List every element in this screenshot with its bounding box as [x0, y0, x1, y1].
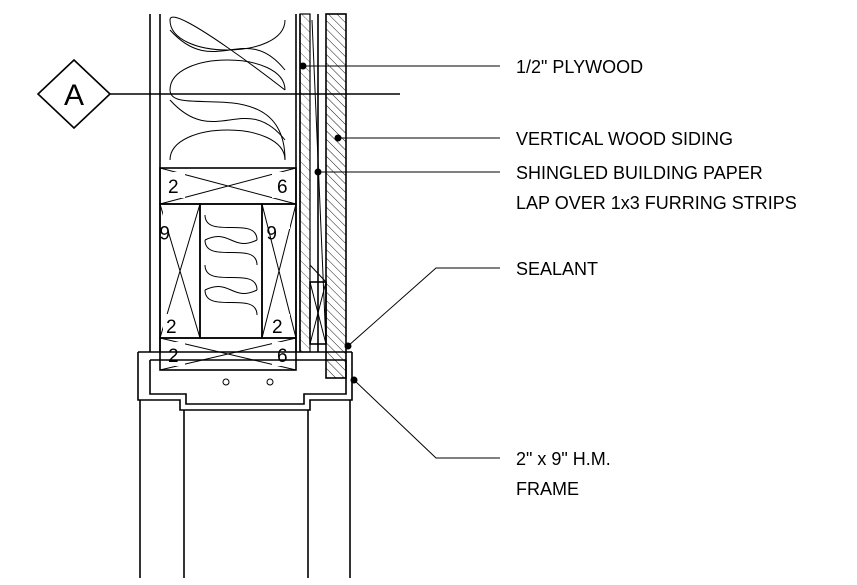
furring-strip [309, 264, 327, 345]
hollow-metal-frame [137, 351, 353, 578]
section-marker-letter: A [64, 79, 84, 112]
vertical-wood-siding [325, 13, 347, 379]
header-left-label: 2 [168, 346, 179, 367]
wall-structure [149, 13, 347, 379]
leaders [299, 62, 500, 459]
callout-labels: 1/2" PLYWOOD VERTICAL WOOD SIDING SHINGL… [516, 57, 797, 499]
batt-insulation-upper [169, 16, 286, 161]
plywood-label: 1/2" PLYWOOD [516, 57, 643, 77]
building-paper-label-1: SHINGLED BUILDING PAPER [516, 163, 763, 183]
frame-label-2: FRAME [516, 479, 579, 499]
header-2x6: 2 6 [159, 337, 297, 371]
stud-bottom-right-label: 2 [272, 317, 283, 338]
frame-label-1: 2" x 9" H.M. [516, 449, 611, 469]
sill-plate-2x6: 2 6 [159, 167, 297, 205]
batt-insulation-lower [199, 203, 263, 339]
header-right-label: 6 [277, 346, 288, 367]
siding-label: VERTICAL WOOD SIDING [516, 129, 733, 149]
sealant-label: SEALANT [516, 259, 598, 279]
sill-right-label: 6 [277, 177, 288, 198]
stud-top-right-label: 6 [266, 221, 277, 242]
section-marker: A [36, 58, 400, 130]
stud-top-left-label: 6 [159, 221, 170, 242]
studs: 6 6 2 2 [159, 203, 297, 339]
building-paper-label-2: LAP OVER 1x3 FURRING STRIPS [516, 193, 797, 213]
sill-left-label: 2 [168, 177, 179, 198]
stud-bottom-left-label: 2 [166, 317, 177, 338]
